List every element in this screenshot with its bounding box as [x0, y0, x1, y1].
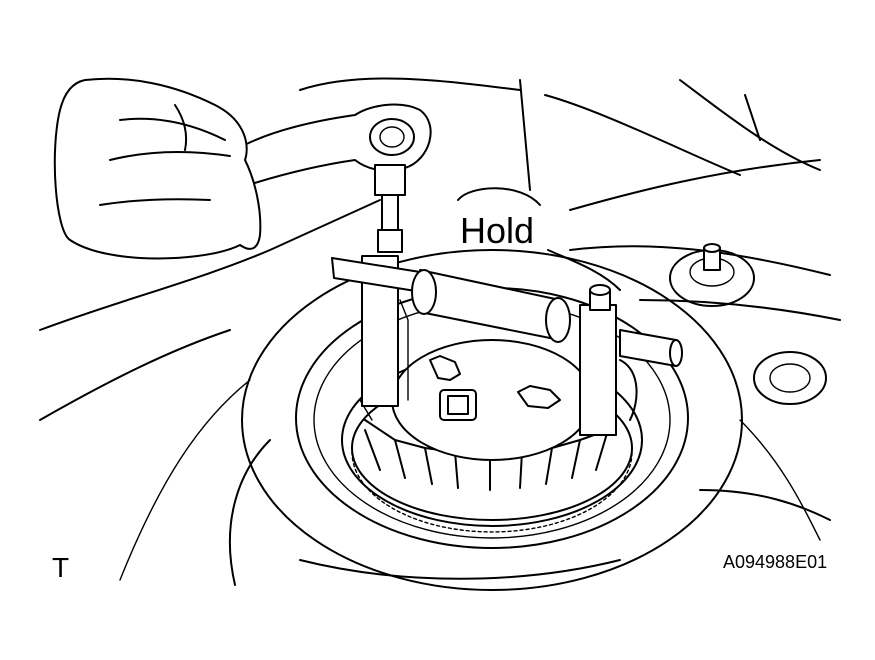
view-letter: T — [52, 552, 70, 583]
strut-bolt-icon — [669, 243, 827, 405]
hold-callout: Hold — [460, 210, 535, 251]
ratchet-wrench-icon — [234, 103, 432, 253]
callout-leader — [457, 187, 621, 291]
hand-icon — [53, 77, 262, 260]
puller-tool-icon — [331, 255, 683, 436]
fuel-pump-cover-icon — [391, 339, 593, 461]
figure-id: A094988E01 — [723, 552, 828, 572]
